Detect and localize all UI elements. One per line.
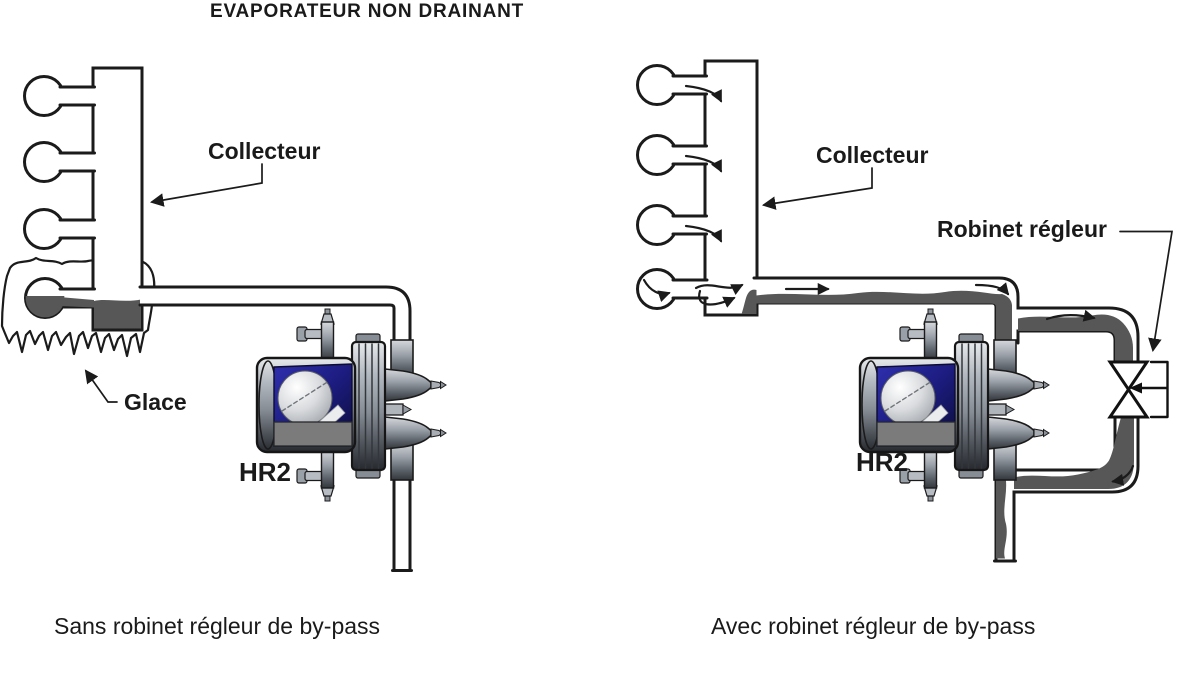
left-caption: Sans robinet régleur de by-pass: [54, 613, 381, 639]
right-collector-label: Collecteur: [816, 142, 929, 168]
bypass-valve-symbol: [1107, 360, 1169, 419]
left-collector-label: Collecteur: [208, 138, 321, 164]
outlet-pipe: [138, 285, 412, 350]
collector-leader-arrow: [761, 167, 873, 210]
ice-label: Glace: [124, 389, 187, 415]
liquid-flow: [741, 289, 1134, 559]
flow-arrows: [642, 84, 1135, 486]
collector-leader-arrow: [149, 163, 263, 207]
left-regulator-label: HR2: [239, 457, 292, 487]
evaporator-coils: [23, 75, 96, 319]
collector-header: [91, 66, 144, 332]
drain-pipe: [391, 472, 413, 572]
right-diagram: [636, 59, 1173, 563]
valve-leader-arrow: [1119, 230, 1173, 353]
left-diagram: [0, 66, 448, 572]
collector-header: [703, 59, 759, 317]
page-title: EVAPORATEUR NON DRAINANT: [210, 1, 525, 22]
regulating-valve-label: Robinet régleur: [937, 216, 1107, 242]
ice-leader-arrow: [84, 369, 118, 403]
evaporator-coils: [636, 64, 712, 310]
trapped-liquid: [25, 296, 141, 329]
right-regulator-label: HR2: [856, 447, 909, 477]
right-caption: Avec robinet régleur de by-pass: [711, 613, 1036, 639]
